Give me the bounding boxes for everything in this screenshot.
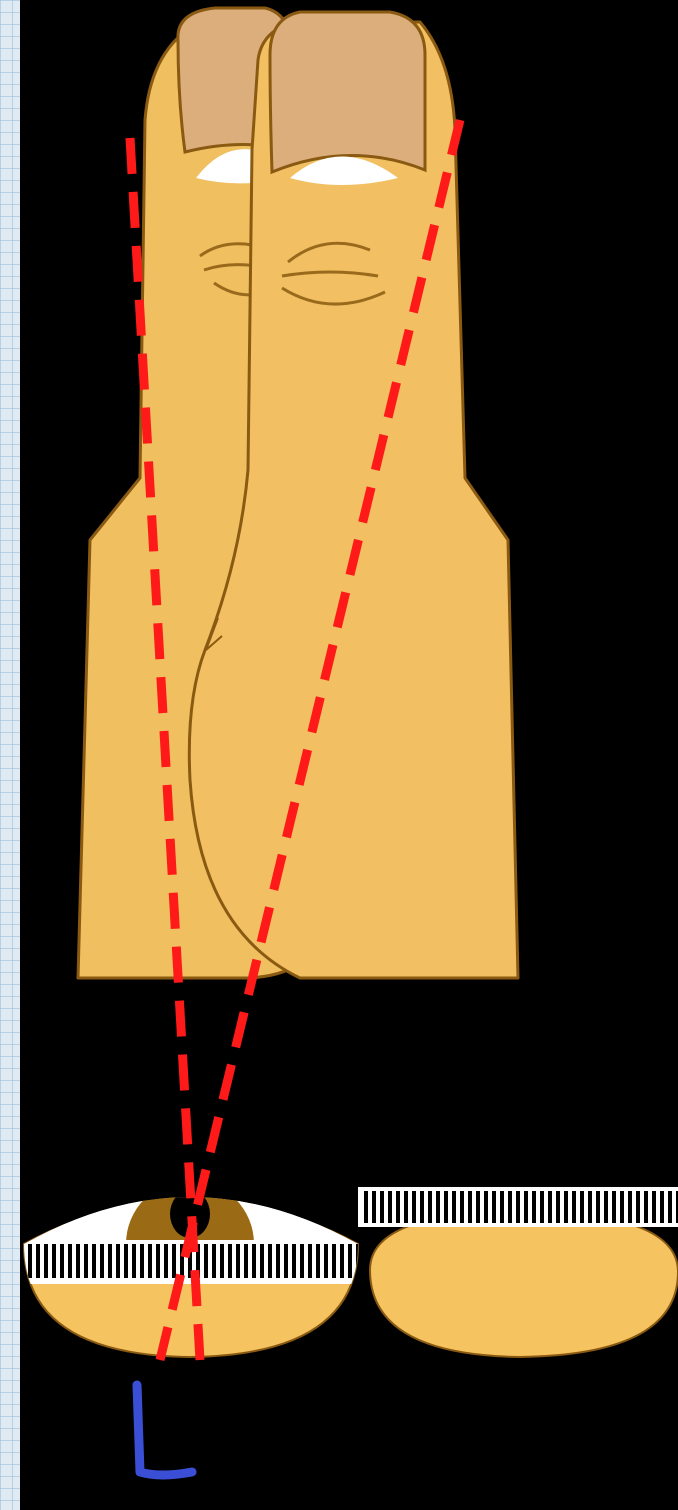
ruler-tick (460, 1191, 464, 1223)
ruler-tick (340, 1244, 344, 1278)
ruler-tick (236, 1244, 240, 1278)
ruler-tick (604, 1191, 608, 1223)
ruler-tick (436, 1191, 440, 1223)
ruler-tick (348, 1244, 352, 1278)
ruler-tick (60, 1244, 64, 1278)
ruler-tick (124, 1244, 128, 1278)
ruler-tick (52, 1244, 56, 1278)
ruler-tick (212, 1244, 216, 1278)
ruler-tick (84, 1244, 88, 1278)
ruler-tick (308, 1244, 312, 1278)
ruler-tick (36, 1244, 40, 1278)
ruler-tick (380, 1191, 384, 1223)
ruler-tick (396, 1191, 400, 1223)
ruler-tick (508, 1191, 512, 1223)
ruler-tick (484, 1191, 488, 1223)
ruler-tick (220, 1244, 224, 1278)
ruler-tick (388, 1191, 392, 1223)
ruler-tick (644, 1191, 648, 1223)
ruler-tick (628, 1191, 632, 1223)
ruler-tick (524, 1191, 528, 1223)
ruler-tick (108, 1244, 112, 1278)
ruler-tick (516, 1191, 520, 1223)
ruler-tick (252, 1244, 256, 1278)
ruler-tick (404, 1191, 408, 1223)
ruler-tick (468, 1191, 472, 1223)
ruler-tick (100, 1244, 104, 1278)
ruler-tick (156, 1244, 160, 1278)
ruler-tick (548, 1191, 552, 1223)
ruler-tick (228, 1244, 232, 1278)
ruler-tick (276, 1244, 280, 1278)
ruler-tick (556, 1191, 560, 1223)
ruler-tick (132, 1244, 136, 1278)
ruler-tick (420, 1191, 424, 1223)
ruler-tick (532, 1191, 536, 1223)
ruler-tick (588, 1191, 592, 1223)
ruler-tick (452, 1191, 456, 1223)
ruler-tick (636, 1191, 640, 1223)
ruler-tick (660, 1191, 664, 1223)
ruler-tick (564, 1191, 568, 1223)
ruler-tick (372, 1191, 376, 1223)
ruler-tick (580, 1191, 584, 1223)
ruler-tick (364, 1191, 368, 1223)
ruler-tick (412, 1191, 416, 1223)
ruler-tick (540, 1191, 544, 1223)
ruler-tick (268, 1244, 272, 1278)
ruler-tick (284, 1244, 288, 1278)
ruler-tick (148, 1244, 152, 1278)
ruler-tick (292, 1244, 296, 1278)
ruler-tick (444, 1191, 448, 1223)
ruler-tick (172, 1244, 176, 1278)
ruler-tick (620, 1191, 624, 1223)
ruler-tick (332, 1244, 336, 1278)
ruler-tick (596, 1191, 600, 1223)
ruler-tick (316, 1244, 320, 1278)
ruler-tick (204, 1244, 208, 1278)
ruler-tick (652, 1191, 656, 1223)
right-ruler (358, 1187, 678, 1227)
ruler-tick (164, 1244, 168, 1278)
right-face (358, 1187, 678, 1357)
ruler-tick (428, 1191, 432, 1223)
ruler-tick (612, 1191, 616, 1223)
ruler-tick (476, 1191, 480, 1223)
ruler-tick (68, 1244, 72, 1278)
ruler-tick (28, 1244, 32, 1278)
ruler-tick (76, 1244, 80, 1278)
ruler-tick (324, 1244, 328, 1278)
ruler-tick (260, 1244, 264, 1278)
ruler-tick (92, 1244, 96, 1278)
ruler-tick (572, 1191, 576, 1223)
ruler-tick (244, 1244, 248, 1278)
ruler-tick (500, 1191, 504, 1223)
ruler-tick (300, 1244, 304, 1278)
ruler-tick (492, 1191, 496, 1223)
ruler-tick (44, 1244, 48, 1278)
ruler-tick (668, 1191, 672, 1223)
ruler-tick (140, 1244, 144, 1278)
ruler-tick (116, 1244, 120, 1278)
